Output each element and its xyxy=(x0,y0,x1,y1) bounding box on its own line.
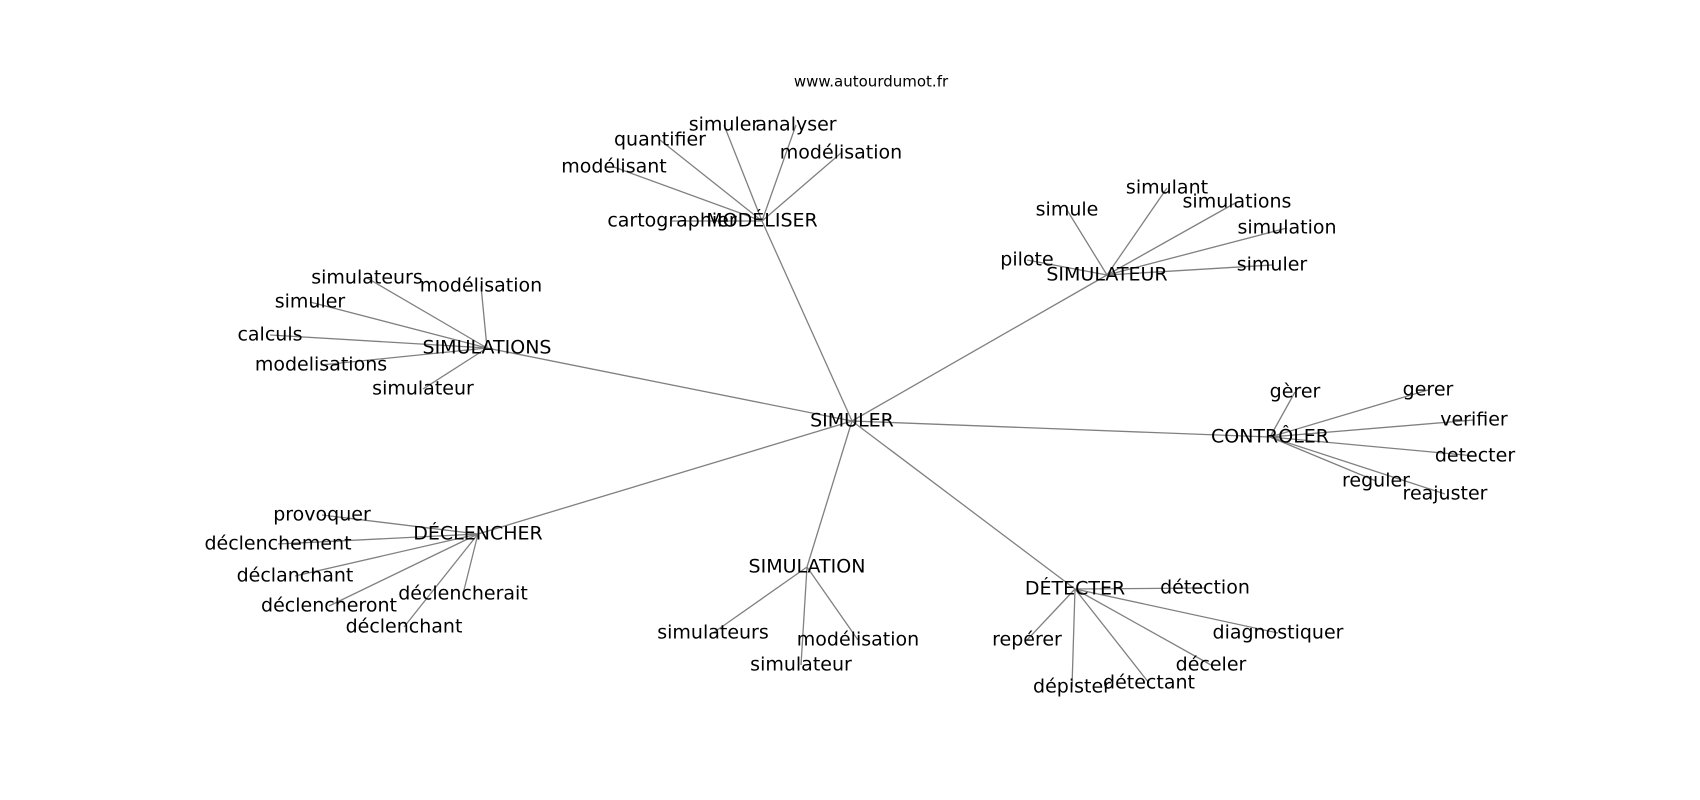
edge-hub-leaf xyxy=(480,285,488,349)
edge-hub-leaf xyxy=(806,566,859,641)
edge-center-hub xyxy=(851,420,1076,590)
edge-hub-leaf xyxy=(320,347,488,366)
leaf-word-label[interactable]: modélisation xyxy=(420,275,542,297)
hub-word-label[interactable]: DÉCLENCHER xyxy=(413,522,542,545)
leaf-word-label[interactable]: analyser xyxy=(755,114,836,136)
leaf-word-label[interactable]: gerer xyxy=(1403,379,1454,401)
leaf-word-label[interactable]: pilote xyxy=(1000,249,1053,271)
leaf-word-label[interactable]: simule xyxy=(1036,199,1099,221)
edge-hub-leaf xyxy=(1269,436,1446,495)
center-word-label[interactable]: SIMULER xyxy=(810,410,894,432)
edge-hub-leaf xyxy=(1026,588,1076,641)
leaf-word-label[interactable]: simulateur xyxy=(750,654,852,676)
edge-hub-leaf xyxy=(800,566,808,666)
edge-hub-leaf xyxy=(1269,419,1475,438)
leaf-word-label[interactable]: reguler xyxy=(1342,470,1410,492)
leaf-word-label[interactable]: quantifier xyxy=(614,129,706,151)
leaf-word-label[interactable]: diagnostiquer xyxy=(1213,622,1344,644)
edge-hub-leaf xyxy=(1106,187,1168,276)
leaf-word-label[interactable]: déclanchant xyxy=(237,565,354,587)
leaf-word-label[interactable]: modélisation xyxy=(797,629,919,651)
edge-hub-leaf xyxy=(1074,588,1150,684)
hub-word-label[interactable]: SIMULATIONS xyxy=(423,337,552,359)
leaf-word-label[interactable]: cartographier xyxy=(607,210,737,232)
hub-word-label[interactable]: MODÉLISER xyxy=(706,209,817,232)
edge-hub-leaf xyxy=(277,533,479,545)
edge-hub-leaf xyxy=(1269,391,1296,438)
edge-hub-leaf xyxy=(1106,227,1288,276)
edge-center-hub xyxy=(851,274,1108,422)
leaf-word-label[interactable]: simulateurs xyxy=(311,267,423,289)
hub-word-label[interactable]: SIMULATEUR xyxy=(1046,264,1167,286)
leaf-word-label[interactable]: simulations xyxy=(1183,191,1292,213)
edge-center-hub xyxy=(806,420,853,568)
edge-hub-leaf xyxy=(309,301,488,349)
edge-hub-leaf xyxy=(366,277,488,349)
leaf-word-label[interactable]: provoquer xyxy=(273,504,371,526)
edge-hub-leaf xyxy=(1269,436,1476,457)
source-label: www.autourdumot.fr xyxy=(794,73,949,91)
leaf-word-label[interactable]: déclenchant xyxy=(346,616,463,638)
hub-word-label[interactable]: SIMULATION xyxy=(749,556,866,578)
edge-center-hub xyxy=(761,220,853,422)
edges xyxy=(269,124,1476,688)
edge-hub-leaf xyxy=(269,334,488,349)
edge-hub-leaf xyxy=(1269,389,1429,438)
labels: simuleranalyserquantifiermodélisationmod… xyxy=(204,114,1515,698)
leaf-word-label[interactable]: modelisations xyxy=(255,354,387,376)
edge-hub-leaf xyxy=(1066,209,1108,276)
hub-word-label[interactable]: DÉTECTER xyxy=(1025,577,1125,600)
edge-hub-leaf xyxy=(1026,259,1108,276)
edge-hub-leaf xyxy=(1074,587,1206,590)
hub-word-label[interactable]: CONTRÔLER xyxy=(1211,424,1329,448)
leaf-word-label[interactable]: simuler xyxy=(689,114,760,136)
edge-hub-leaf xyxy=(1074,588,1212,666)
edge-hub-leaf xyxy=(403,533,479,628)
leaf-word-label[interactable]: déceler xyxy=(1176,654,1247,676)
leaf-word-label[interactable]: modélisation xyxy=(780,142,902,164)
edge-hub-leaf xyxy=(659,139,763,222)
leaf-word-label[interactable]: simulant xyxy=(1126,177,1208,199)
edge-hub-leaf xyxy=(1071,588,1076,688)
edge-hub-leaf xyxy=(294,533,479,577)
leaf-word-label[interactable]: reajuster xyxy=(1403,483,1488,505)
edge-hub-leaf xyxy=(761,152,842,222)
edge-hub-leaf xyxy=(462,533,479,595)
leaf-word-label[interactable]: calculs xyxy=(237,324,302,346)
leaf-word-label[interactable]: gèrer xyxy=(1270,381,1321,403)
leaf-word-label[interactable]: simulateurs xyxy=(657,622,769,644)
leaf-word-label[interactable]: verifier xyxy=(1440,409,1508,431)
leaf-word-label[interactable]: detecter xyxy=(1435,445,1515,467)
leaf-word-label[interactable]: repérer xyxy=(992,629,1062,651)
edge-center-hub xyxy=(486,347,853,422)
leaf-word-label[interactable]: simulateur xyxy=(372,378,474,400)
leaf-word-label[interactable]: dépister xyxy=(1033,676,1111,698)
edge-hub-leaf xyxy=(1074,588,1279,634)
edge-hub-leaf xyxy=(761,124,797,222)
edge-hub-leaf xyxy=(1106,201,1238,276)
leaf-word-label[interactable]: détection xyxy=(1160,577,1250,599)
edge-hub-leaf xyxy=(328,533,479,607)
leaf-word-label[interactable]: déclencheront xyxy=(261,595,397,617)
leaf-word-label[interactable]: simuler xyxy=(1237,254,1308,276)
edge-hub-leaf xyxy=(1106,264,1273,276)
edge-hub-leaf xyxy=(321,514,479,535)
leaf-word-label[interactable]: simulation xyxy=(1237,217,1336,239)
edge-center-hub xyxy=(477,420,853,535)
leaf-word-label[interactable]: déclencherait xyxy=(398,583,528,605)
edge-hub-leaf xyxy=(422,347,488,390)
edge-hub-leaf xyxy=(613,166,763,222)
edge-hub-leaf xyxy=(712,566,808,634)
leaf-word-label[interactable]: modélisant xyxy=(561,156,666,178)
leaf-word-label[interactable]: détectant xyxy=(1103,672,1195,694)
edge-hub-leaf xyxy=(723,124,763,222)
edge-center-hub xyxy=(851,420,1271,438)
leaf-word-label[interactable]: simuler xyxy=(275,291,346,313)
edge-hub-leaf xyxy=(1269,436,1377,482)
leaf-word-label[interactable]: déclenchement xyxy=(204,533,351,555)
